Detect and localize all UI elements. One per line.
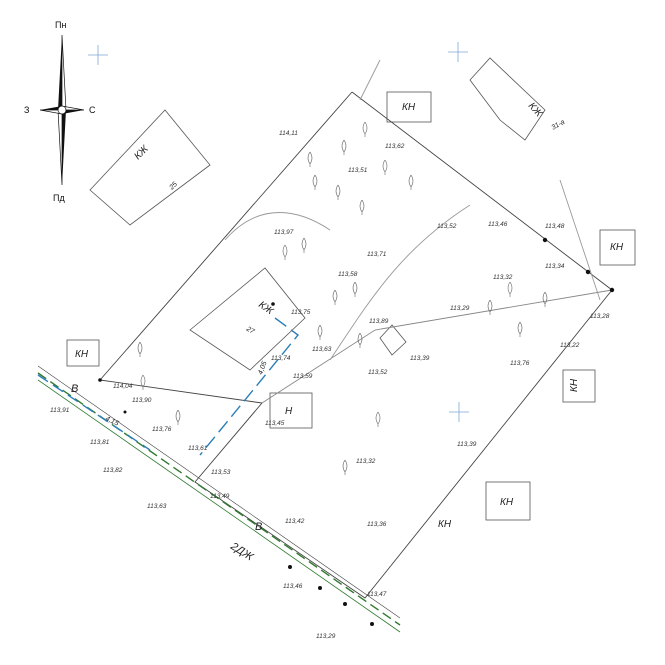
compass-west: З xyxy=(24,105,29,115)
elev-19: 113,59 xyxy=(293,373,313,380)
building-small xyxy=(379,324,407,356)
label-27: 27 xyxy=(244,325,256,336)
building-kzh-31a xyxy=(469,57,546,141)
elev-34: 113,49 xyxy=(210,493,230,500)
elev-16: 113,63 xyxy=(312,346,332,353)
elev-5: 113,52 xyxy=(437,223,457,230)
elev-3: 113,51 xyxy=(348,167,368,174)
elev-38: 113,46 xyxy=(283,583,303,590)
elev-8: 113,71 xyxy=(367,251,387,258)
elev-20: 113,52 xyxy=(368,369,388,376)
label-kn-west: КН xyxy=(75,349,89,360)
elev-30: 113,39 xyxy=(457,441,477,448)
road-label-v-1: В xyxy=(71,383,78,395)
elev-40: 113,29 xyxy=(316,633,336,640)
elev-35: 113,63 xyxy=(147,503,167,510)
elev-27: 113,45 xyxy=(265,420,285,427)
elev-33: 113,32 xyxy=(356,458,376,465)
building-kn-east xyxy=(599,229,636,266)
label-31a: 31-а xyxy=(551,119,567,132)
elev-28: 113,81 xyxy=(90,439,110,446)
elev-10: 113,32 xyxy=(493,274,513,281)
elev-7: 113,48 xyxy=(545,223,565,230)
elev-2: 113,62 xyxy=(385,143,405,150)
label-25: 25 xyxy=(168,181,179,192)
building-kn-top xyxy=(386,91,432,123)
elev-21: 113,39 xyxy=(410,355,430,362)
elev-4: 113,97 xyxy=(274,229,294,236)
elev-23: 114,04 xyxy=(113,383,133,390)
elev-37: 113,36 xyxy=(367,521,387,528)
label-kzh-27: КЖ xyxy=(256,299,275,317)
building-labels: КН КЖ 31-а КЖ 25 КН КН КЖ 27 КН Н КН КН xyxy=(75,101,624,530)
elev-22: 113,76 xyxy=(510,360,530,367)
elev-24: 113,90 xyxy=(132,397,152,404)
elev-6: 113,46 xyxy=(488,221,508,228)
road-2dzh xyxy=(37,365,401,633)
building-n xyxy=(269,392,313,429)
blue-easement xyxy=(37,317,300,456)
building-kn-west xyxy=(66,339,100,367)
elev-17: 113,22 xyxy=(560,342,580,349)
compass-north: Пн xyxy=(55,20,66,30)
road-label-2dzh: 2ДЖ xyxy=(228,540,256,564)
road-label-v-2: В xyxy=(255,521,262,533)
label-kn-east: КН xyxy=(610,242,624,253)
elev-13: 113,29 xyxy=(450,305,470,312)
elev-32: 113,53 xyxy=(211,469,231,476)
elev-29: 113,61 xyxy=(188,445,208,452)
elev-15: 113,89 xyxy=(369,318,389,325)
building-kn-bottom xyxy=(485,481,531,521)
building-kn-right xyxy=(562,369,596,403)
parcel-boundary xyxy=(99,59,613,599)
elev-12: 113,75 xyxy=(291,309,311,316)
building-kzh-25 xyxy=(89,109,211,226)
grid-crosses xyxy=(88,42,469,422)
elev-9: 113,58 xyxy=(338,271,358,278)
dim-4-05: 4,05 xyxy=(257,360,268,375)
label-n: Н xyxy=(285,406,293,417)
compass-east: С xyxy=(89,105,96,115)
elev-11: 113,34 xyxy=(545,263,565,270)
building-kzh-27 xyxy=(189,267,306,371)
label-kzh-31a: КЖ xyxy=(526,101,545,120)
label-kn-right: КН xyxy=(569,378,580,392)
elev-31: 113,82 xyxy=(103,467,123,474)
survey-points xyxy=(98,237,615,626)
dim-4-15: 4,15 xyxy=(104,415,119,427)
elev-39: 113,47 xyxy=(367,591,387,598)
elev-26: 113,76 xyxy=(152,426,172,433)
elev-1: 114,11 xyxy=(279,130,298,137)
elev-25: 113,91 xyxy=(50,407,70,414)
road-labels: В В 2ДЖ 4,15 4,05 xyxy=(71,360,269,563)
label-kn-top: КН xyxy=(402,102,416,113)
label-kn-bottom-2: КН xyxy=(438,519,452,530)
tree-markers xyxy=(137,121,548,475)
label-kzh-25: КЖ xyxy=(132,143,151,162)
elev-18: 113,74 xyxy=(271,355,291,362)
label-kn-bottom: КН xyxy=(500,497,514,508)
compass-rose: Пн Пд З С xyxy=(24,20,96,203)
buildings xyxy=(66,57,636,521)
elev-14: 113,28 xyxy=(590,313,610,320)
elevation-marks: 114,11 113,62 113,51 113,97 113,52 113,4… xyxy=(50,130,610,640)
compass-south: Пд xyxy=(53,193,65,203)
elev-36: 113,42 xyxy=(285,518,305,525)
